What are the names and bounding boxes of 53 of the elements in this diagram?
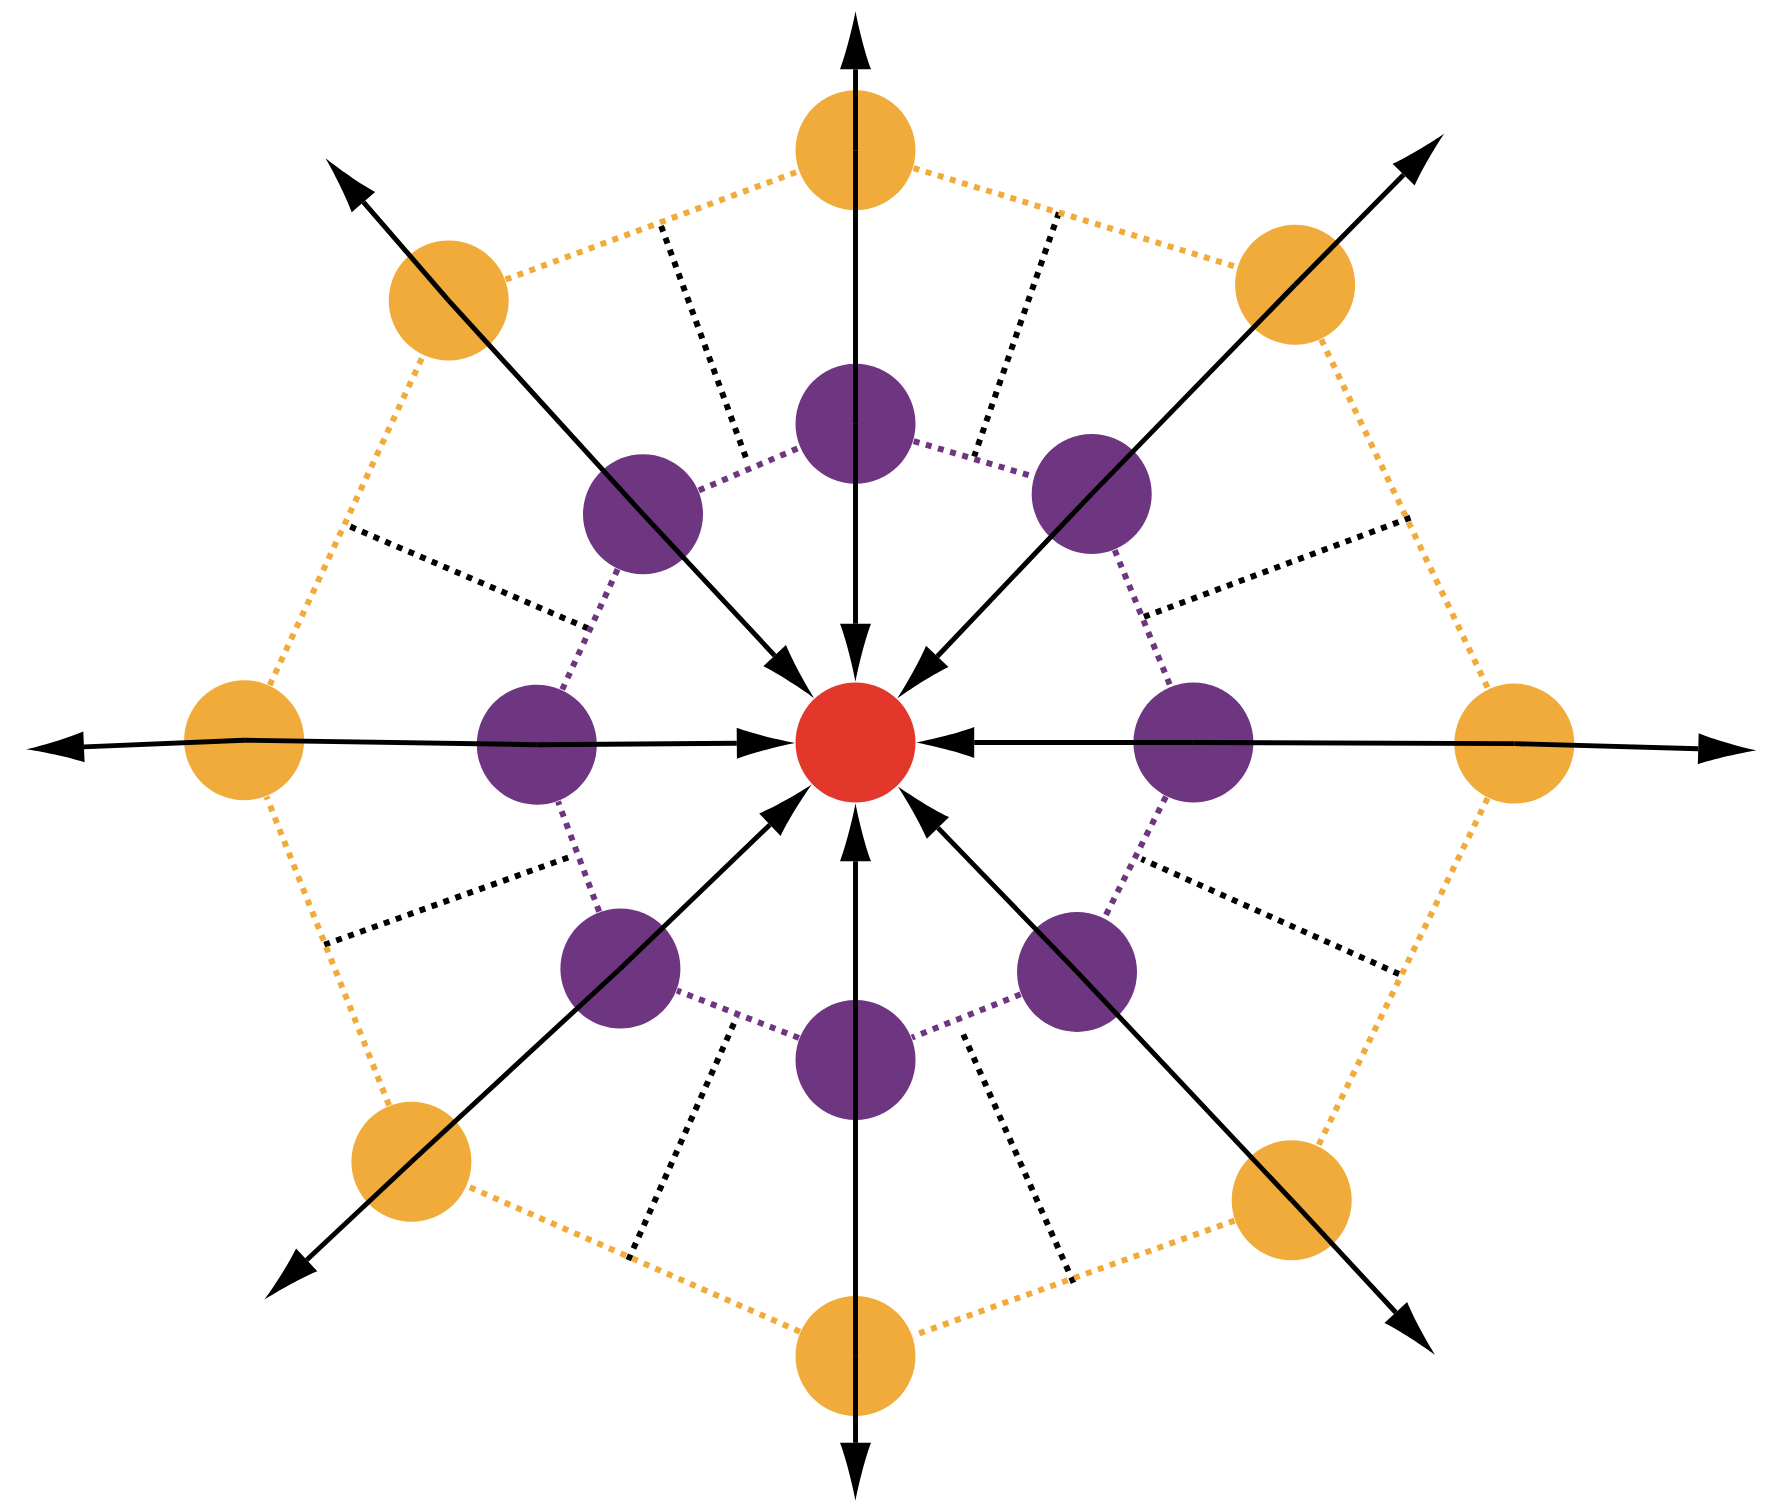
- line: [853, 1060, 858, 1357]
- outer-ring-circle: [388, 240, 509, 361]
- arrow: [840, 803, 871, 1060]
- outer-ring-circle: [351, 1101, 472, 1222]
- inner-ring-circle: [583, 454, 703, 575]
- arrow: [916, 727, 1194, 758]
- arrow: [618, 784, 812, 971]
- arrow: [1514, 733, 1757, 765]
- outer-ring-circle: [1454, 683, 1575, 804]
- line: [1075, 970, 1294, 1202]
- arrow: [1289, 1198, 1436, 1355]
- inner-ring-circle: [795, 363, 916, 484]
- outer-ring-circle: [1231, 1140, 1352, 1261]
- line: [853, 150, 858, 424]
- dotted-line: [1111, 548, 1174, 688]
- dotted-line: [912, 165, 1238, 270]
- dotted-line: [910, 991, 1022, 1041]
- inner-ring-circle: [476, 684, 597, 805]
- arrow: [840, 423, 871, 682]
- arrow: [26, 731, 245, 763]
- arrow: [840, 1356, 871, 1501]
- arrow: [1293, 133, 1445, 287]
- line: [446, 298, 645, 516]
- arrow: [536, 727, 795, 759]
- inner-ring-circle: [560, 908, 681, 1029]
- line: [409, 966, 623, 1164]
- inner-ring-circle: [1133, 682, 1254, 803]
- dotted-line: [263, 795, 392, 1107]
- arrow: [897, 492, 1094, 699]
- dotted-line: [559, 568, 621, 691]
- outer-ring-circle: [795, 90, 916, 211]
- arrow: [641, 512, 815, 699]
- arrow: [325, 158, 451, 303]
- dotted-line: [1315, 796, 1491, 1147]
- arrow: [264, 1159, 414, 1300]
- line: [244, 737, 537, 748]
- arrow: [897, 786, 1079, 974]
- dotted-line: [1318, 338, 1491, 691]
- inner-ring-circle: [795, 1000, 916, 1120]
- outer-ring-circle: [795, 1296, 916, 1417]
- line: [1193, 740, 1515, 747]
- dotted-line: [504, 168, 800, 283]
- inner-ring-circle: [1017, 911, 1137, 1032]
- outer-ring-circle: [184, 680, 305, 801]
- arrow: [840, 11, 871, 151]
- inner-ring-circle: [1031, 433, 1152, 554]
- dotted-line: [675, 987, 801, 1041]
- dotted-line: [911, 1217, 1236, 1339]
- dotted-line: [697, 444, 801, 494]
- outer-ring-circle: [1235, 224, 1356, 345]
- line: [1089, 283, 1297, 496]
- dotted-line: [555, 800, 602, 913]
- center-circle: [795, 682, 916, 803]
